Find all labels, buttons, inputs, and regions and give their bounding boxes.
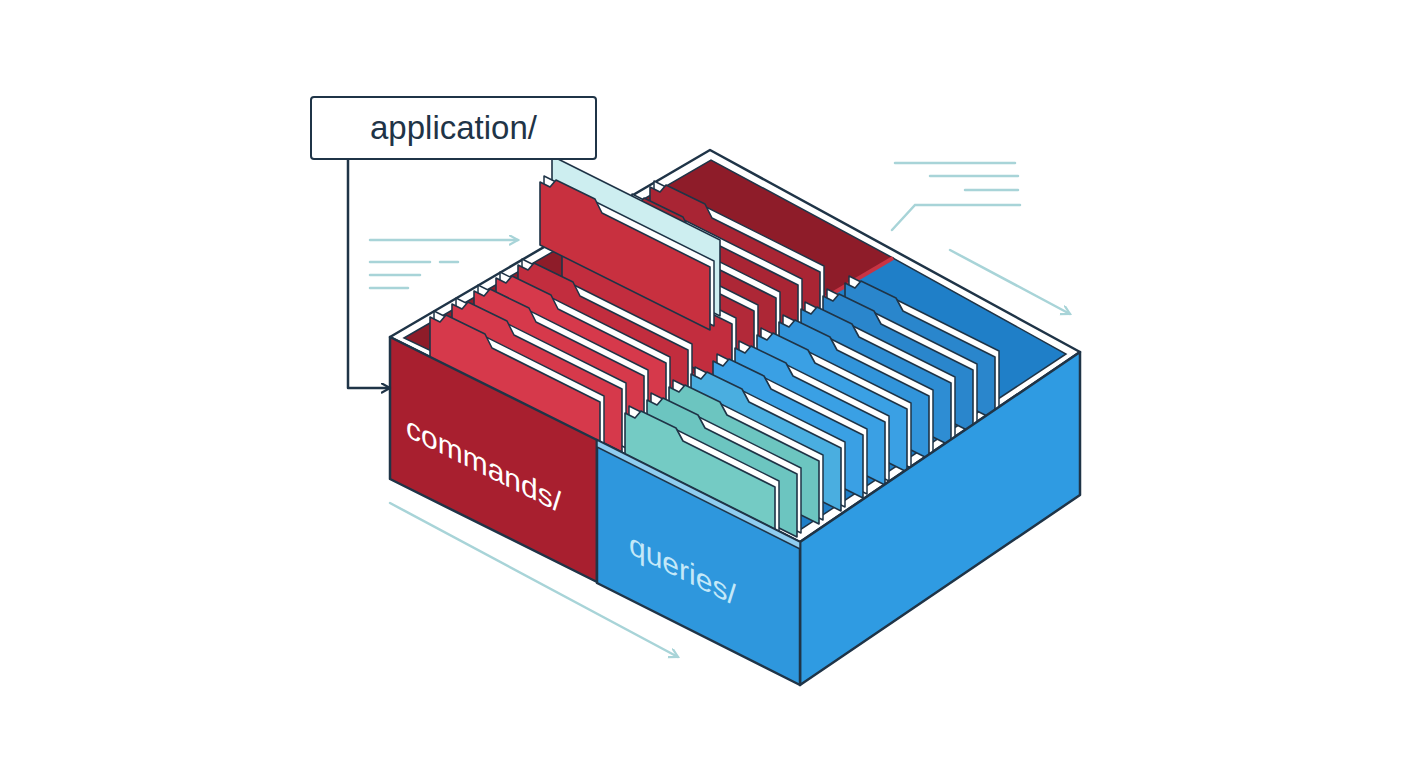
accent-arrow [370, 239, 518, 242]
accent-lines [370, 163, 1070, 657]
accent-dash [440, 261, 458, 264]
accent-dash [370, 287, 408, 290]
leader-arrow [348, 160, 390, 388]
accent-dash [370, 274, 420, 277]
drawer-side [800, 352, 1080, 685]
commands-panel: commands/ [390, 337, 597, 582]
accent-dash [930, 175, 1018, 178]
accent-dash [370, 261, 430, 264]
accent-leader [892, 205, 1020, 230]
queries-panel: queries/ [597, 440, 800, 685]
accent-dash [895, 162, 1015, 165]
panel-face [390, 337, 597, 582]
box-label: application/ [370, 109, 537, 147]
accent-dash [965, 189, 1018, 192]
panel-edge [597, 440, 800, 549]
folder-label-box: application/ [310, 96, 597, 160]
panel-face [597, 440, 800, 685]
